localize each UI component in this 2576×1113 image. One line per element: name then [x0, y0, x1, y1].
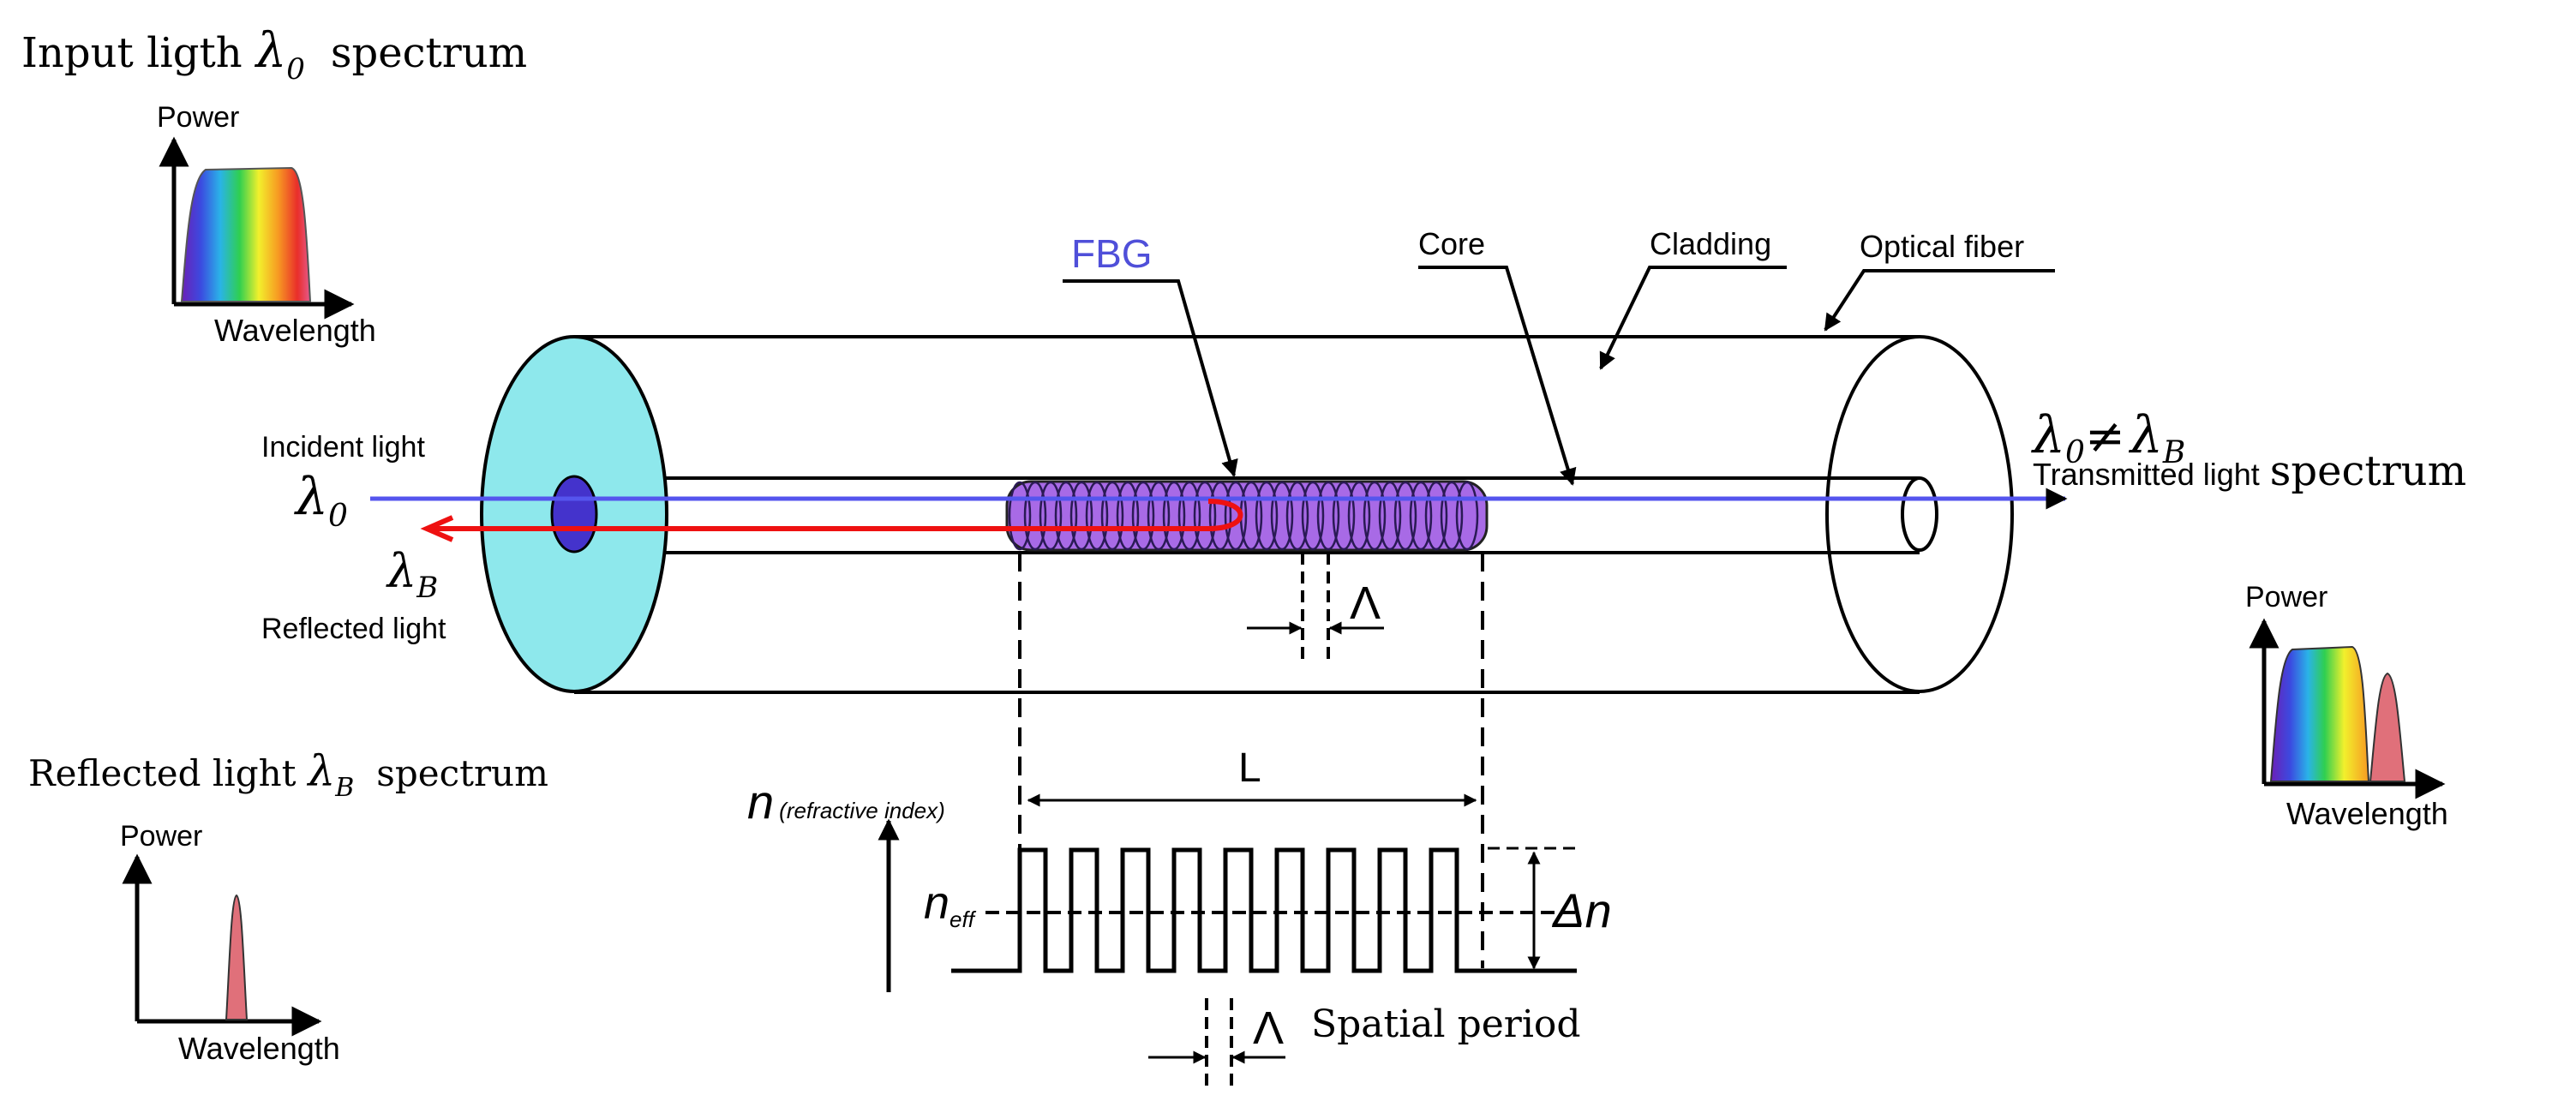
grating-ring [1147, 481, 1171, 551]
delta-n-label: Δn [1551, 883, 1612, 937]
optical-fiber-pointer [1824, 269, 2055, 332]
grating-ring [1363, 481, 1387, 551]
reflected-beam-arrowhead [420, 515, 454, 542]
length-label: L [1238, 745, 1261, 791]
fbg-label: FBG [1071, 231, 1153, 276]
grating-ring [1162, 481, 1186, 551]
grating-ring [1008, 481, 1032, 551]
spatial-period-label: Spatial period [1311, 1002, 1581, 1046]
grating-ring [1116, 481, 1140, 551]
refractive-index-profile: L n(refractive index) neff Δn Λ Spatial … [747, 553, 1612, 1092]
grating-ring [1409, 481, 1433, 551]
grating-ring [1424, 481, 1448, 551]
incident-light-label: Incident light [261, 431, 425, 464]
core-pointer [1418, 266, 1577, 486]
fiber-labels: FBG Core Cladding Optical fiber Incident… [261, 226, 2055, 664]
core-label: Core [1418, 226, 1485, 261]
transmitted-wavelength-label: Wavelength [2286, 796, 2448, 831]
grating-ring [1255, 481, 1279, 551]
reflected-peak [225, 894, 249, 1020]
grating-ring [1393, 481, 1417, 551]
fbg-grating [1005, 480, 1489, 552]
fbg-pointer [1063, 279, 1238, 477]
grating-ring [1208, 481, 1232, 551]
grating-ring [1440, 481, 1464, 551]
grating-ring [1054, 481, 1078, 551]
n-axis-label: n(refractive index) [747, 775, 945, 829]
grating-ring [1270, 481, 1294, 551]
core-left-end [550, 475, 598, 554]
input-wavelength-label: Wavelength [214, 313, 376, 348]
grating-ring [1285, 481, 1309, 551]
input-power-label: Power [157, 101, 239, 134]
core-right-end [1901, 476, 1938, 552]
transmitted-condition: λ0≠λB [2031, 405, 2185, 470]
optical-fiber-label: Optical fiber [1860, 229, 2024, 264]
grating-ring [1378, 481, 1402, 551]
grating-ring [1301, 481, 1325, 551]
grating-ring [1455, 481, 1479, 551]
grating-ring [1100, 481, 1124, 551]
neff-label: neff [924, 877, 977, 932]
grating-ring [1069, 481, 1093, 551]
grating-ring [1224, 481, 1248, 551]
reflected-light-label: Reflected light [261, 613, 446, 645]
grating-ring [1177, 481, 1201, 551]
transmitted-passband [2269, 645, 2370, 782]
reflected-power-label: Power [120, 820, 202, 853]
index-modulation [951, 847, 1577, 973]
grating-period-symbol: Λ [1350, 577, 1381, 629]
cladding-pointer [1599, 266, 1787, 370]
grating-ring [1131, 481, 1155, 551]
optical-fiber [370, 335, 2068, 694]
transmitted-power-label: Power [2245, 581, 2327, 613]
grating-ring [1193, 481, 1217, 551]
grating-ring [1347, 481, 1371, 551]
grating-ring [1085, 481, 1109, 551]
grating-ring [1332, 481, 1356, 551]
input-spectrum-curve [180, 166, 312, 302]
transmitted-side-peak [2369, 672, 2406, 782]
incident-lambda: λ0 [294, 467, 348, 534]
grating-rings [1008, 481, 1479, 551]
grating-ring [1316, 481, 1340, 551]
spatial-period-symbol: Λ [1253, 1002, 1284, 1054]
reflected-wavelength-label: Wavelength [178, 1031, 340, 1066]
reflected-beam [433, 499, 1243, 531]
cladding-label: Cladding [1650, 226, 1771, 261]
grating-ring [1039, 481, 1063, 551]
grating-ring [1023, 481, 1047, 551]
reflected-lambda: λB [386, 544, 438, 605]
